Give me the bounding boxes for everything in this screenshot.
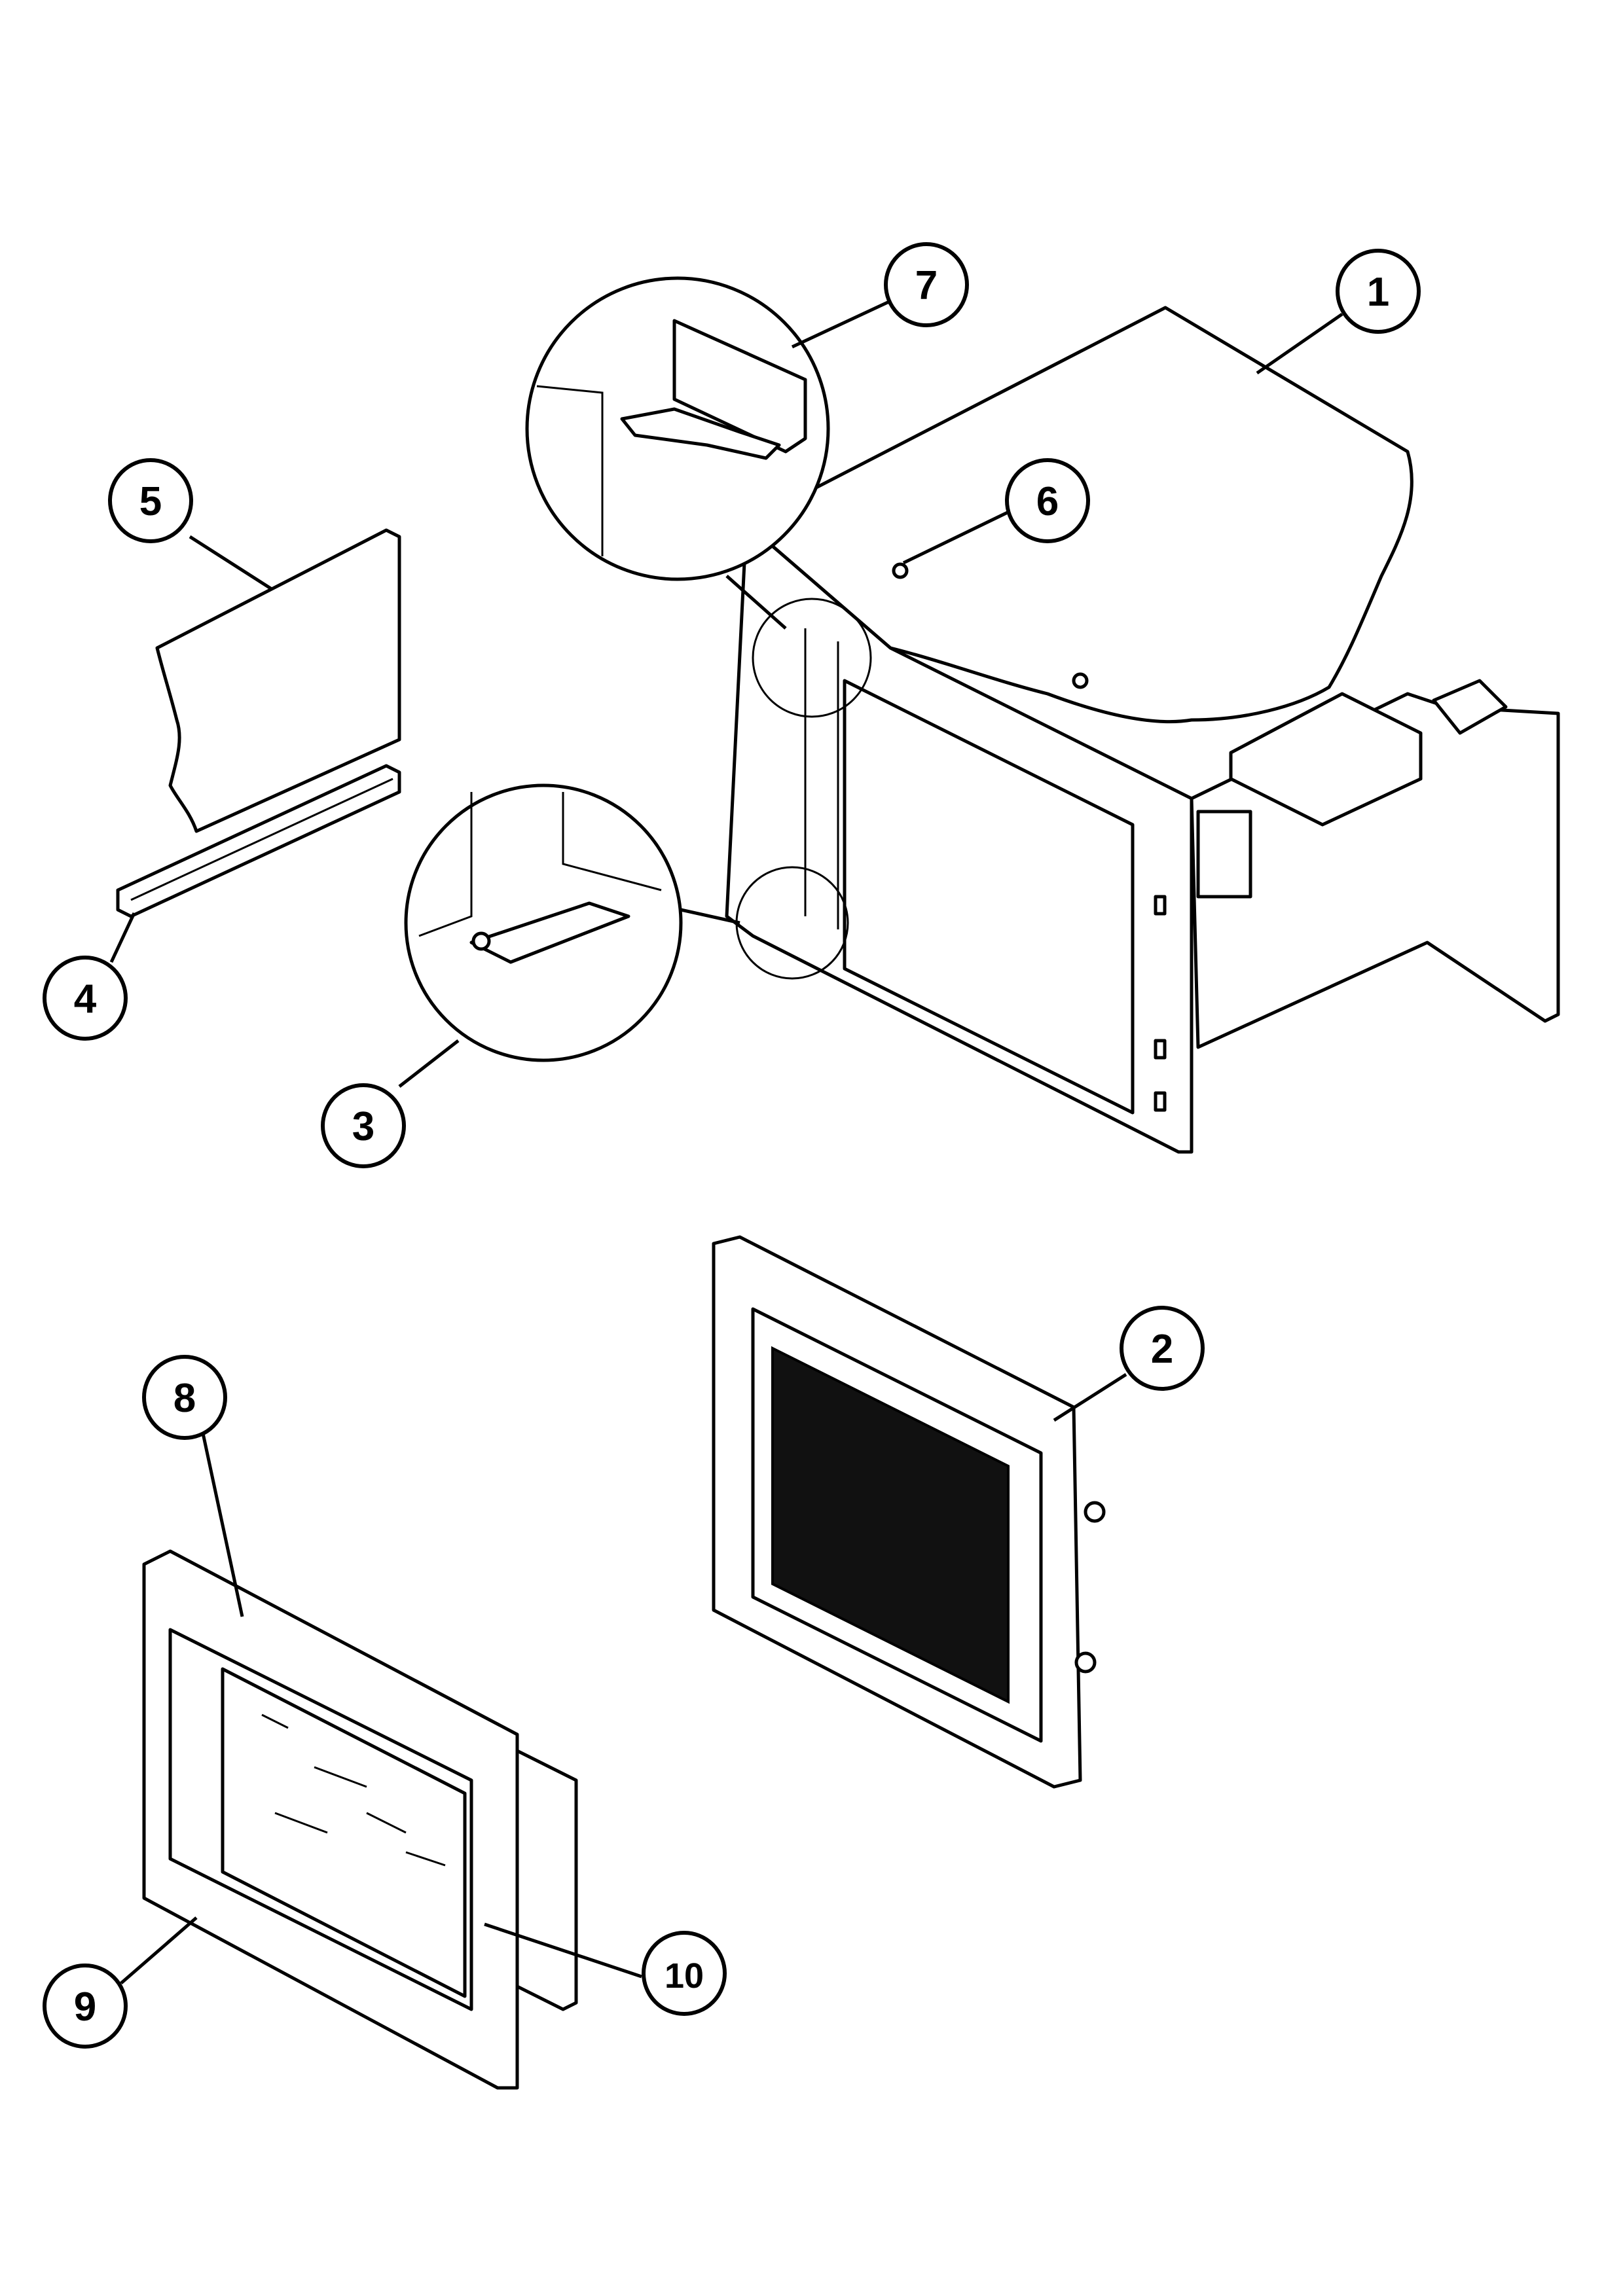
callout-1-label: 1 (1367, 270, 1389, 315)
callout-5-circle (108, 458, 193, 543)
door-pin-bottom (1074, 1651, 1097, 1674)
latch-top (1154, 895, 1167, 916)
callout-10-label: 10 (665, 1956, 704, 1996)
callout-3-label: 3 (352, 1104, 374, 1149)
vent-grille (1196, 810, 1252, 899)
upper-frame-edge (536, 385, 604, 556)
cabinet-assembly (725, 306, 1560, 1154)
callout-7-label: 7 (915, 263, 938, 308)
callout-8-label: 8 (173, 1376, 196, 1421)
leader-3 (398, 1039, 460, 1088)
detail-ring-upper (752, 598, 872, 718)
detail-view-upper-hinge (525, 276, 830, 630)
screw-front (1072, 672, 1089, 689)
detail-upper-connector (725, 575, 787, 630)
screw-top (892, 562, 909, 579)
leader-8 (201, 1433, 244, 1617)
side-trim-panel (155, 528, 401, 833)
leader-4 (109, 912, 136, 963)
inner-door-assembly (712, 1235, 1106, 1789)
leader-1 (1256, 312, 1343, 375)
callout-1-circle (1336, 249, 1421, 334)
control-panel-window (1432, 679, 1508, 735)
leader-lines (109, 299, 1343, 1984)
cavity-opening (843, 679, 1135, 1115)
callout-4-label: 4 (74, 977, 97, 1022)
detail-view-lower-hinge (404, 783, 740, 1062)
trim-rail-groove (130, 778, 393, 901)
lower-hinge-plate (469, 901, 630, 964)
callout-6-label: 6 (1036, 479, 1059, 524)
callout-2-circle (1120, 1306, 1205, 1391)
control-area (1229, 692, 1423, 827)
latch-bottom (1154, 1091, 1167, 1112)
callout-5-label: 5 (139, 479, 162, 524)
lower-frame-edge (418, 792, 662, 937)
callout-10: 10 (642, 1931, 727, 2016)
callout-10-circle (642, 1931, 727, 2016)
leader-2 (1053, 1372, 1127, 1422)
callout-8: 8 (142, 1355, 227, 1440)
callout-7-circle (884, 242, 969, 327)
callout-7: 7 (884, 242, 969, 327)
upper-hinge-bracket (672, 319, 807, 454)
leader-5 (189, 535, 273, 591)
leader-7 (791, 299, 892, 349)
door-pin-top (1084, 1501, 1106, 1523)
leader-6 (902, 509, 1013, 565)
callout-9-circle (43, 1964, 128, 2049)
callout-4: 4 (43, 956, 128, 1041)
callout-6: 6 (1005, 458, 1090, 543)
callout-2: 2 (1120, 1306, 1205, 1391)
callout-9: 9 (43, 1964, 128, 2049)
door-glass-panel (221, 1667, 467, 1998)
callout-4-circle (43, 956, 128, 1041)
glass-reflection (261, 1713, 446, 1867)
leader-9 (120, 1916, 198, 1984)
callout-9-label: 9 (74, 1984, 96, 2030)
callout-2-label: 2 (1151, 1327, 1173, 1372)
outer-door-assembly (142, 1549, 578, 2090)
inner-door-mesh (771, 1346, 1010, 1704)
callout-8-circle (142, 1355, 227, 1440)
upper-hinge-arm (620, 407, 781, 460)
callout-6-circle (1005, 458, 1090, 543)
leader-10 (484, 1922, 642, 1979)
lower-hinge-pin (471, 931, 491, 951)
callout-5: 5 (108, 458, 193, 543)
callout-3-circle (321, 1083, 406, 1168)
callout-3: 3 (321, 1083, 406, 1168)
latch-middle (1154, 1039, 1167, 1060)
detail-lower-connector (680, 908, 740, 925)
callout-1: 1 (1336, 249, 1421, 334)
